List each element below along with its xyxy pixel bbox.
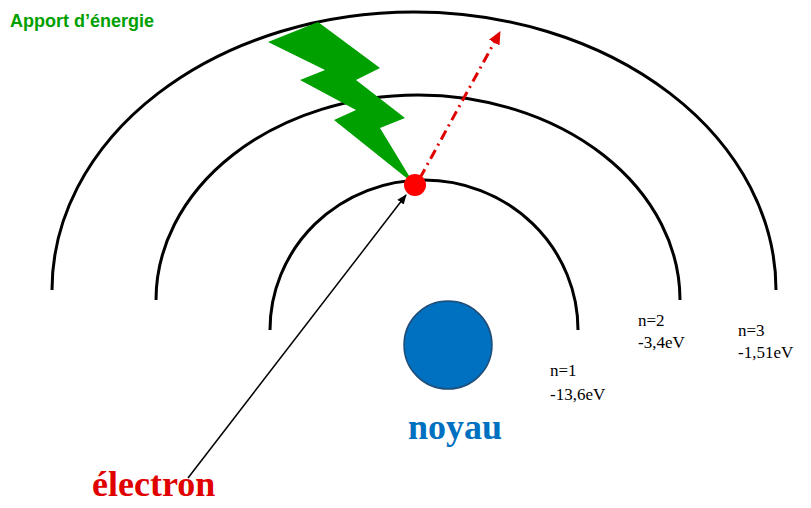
level-name: n=3	[738, 322, 765, 341]
level-name: -3,4eV	[638, 334, 685, 353]
level-name: n=2	[638, 312, 665, 331]
leader-line	[188, 195, 406, 478]
level-name: n=1	[550, 362, 577, 381]
orbit-2	[156, 95, 680, 300]
transition-arrow	[420, 32, 500, 178]
energy-label: Apport d’énergie	[10, 12, 154, 32]
nucleus	[404, 301, 492, 389]
electron	[404, 174, 426, 196]
electron-label: électron	[92, 465, 215, 505]
nucleus-label: noyau	[408, 408, 502, 448]
level-energy: -1,51eV	[738, 344, 793, 363]
energy-bolt	[268, 22, 414, 184]
level-energy: -13,6eV	[550, 386, 605, 405]
orbit-3	[52, 12, 776, 290]
